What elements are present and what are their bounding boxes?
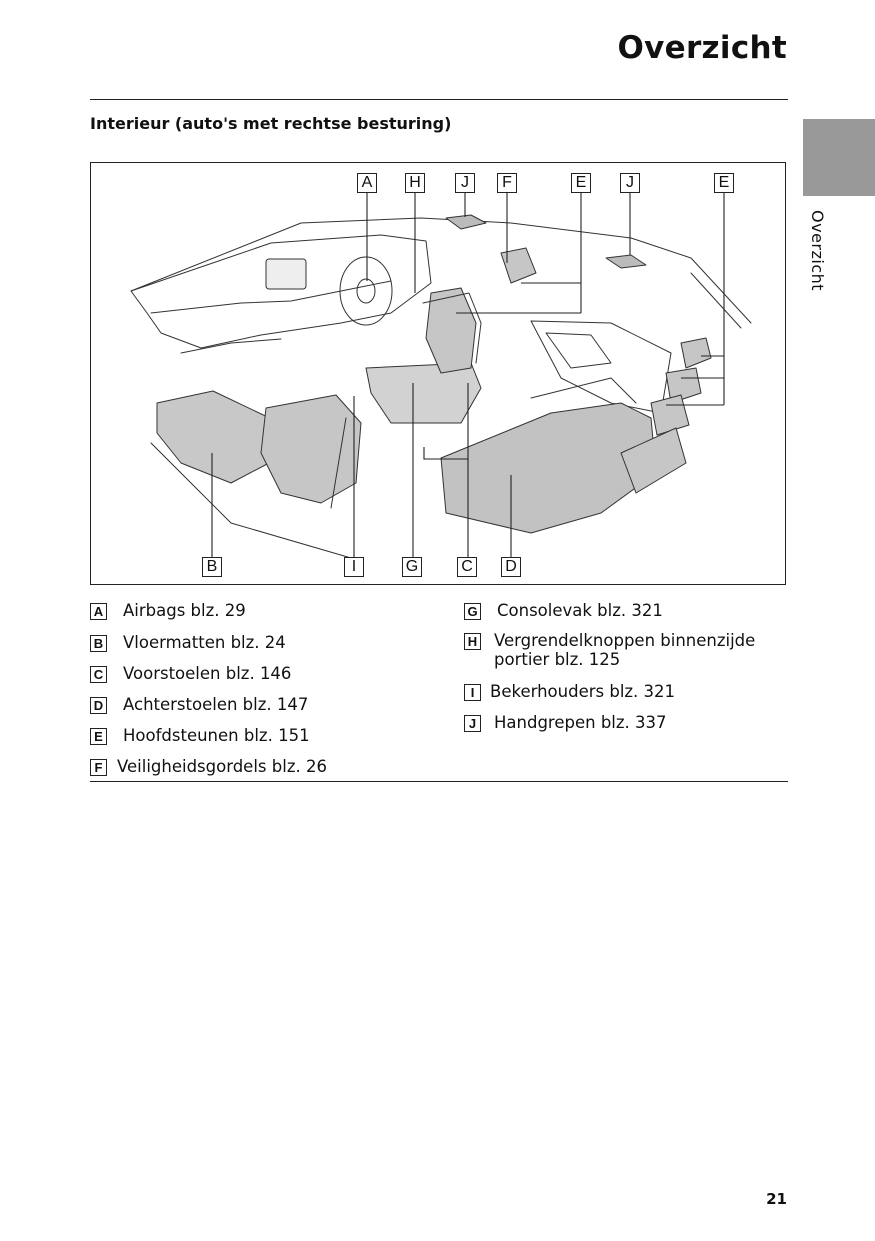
console-shape: [365, 362, 482, 424]
legend-key: E: [90, 728, 107, 745]
legend-key: A: [90, 603, 107, 620]
page-number: 21: [766, 1190, 787, 1208]
legend-item-door-lock-buttons: H Vergrendelknoppen binnenzijde portier …: [464, 631, 764, 669]
legend-key: C: [90, 666, 107, 683]
callout-c: C: [457, 557, 477, 577]
legend-item-airbags: A Airbags blz. 29: [90, 601, 423, 620]
callout-a: A: [357, 173, 377, 193]
legend-text: Veiligheidsgordels blz. 26: [117, 757, 327, 776]
legend-key: I: [464, 684, 481, 701]
floor-mat-shape: [156, 390, 277, 484]
legend-text: Achterstoelen blz. 147: [123, 695, 309, 714]
interior-illustration: A H J F E J E B I G C D: [90, 162, 786, 585]
legend-text: Voorstoelen blz. 146: [123, 664, 292, 683]
legend-item-console-box: G Consolevak blz. 321: [464, 601, 797, 620]
legend-item-rear-seats: D Achterstoelen blz. 147: [90, 695, 423, 714]
legend-key: F: [90, 759, 107, 776]
car-interior-drawing: [130, 193, 752, 559]
side-tab-label: Overzicht: [808, 210, 827, 292]
legend-text: Vloermatten blz. 24: [123, 633, 286, 652]
legend-key: H: [464, 633, 481, 650]
callout-i: I: [344, 557, 364, 577]
callout-h: H: [405, 173, 425, 193]
rear-seat-shape: [440, 402, 657, 534]
legend-item-seatbelts: F Veiligheidsgordels blz. 26: [90, 757, 417, 776]
callout-d: D: [501, 557, 521, 577]
legend-bottom-rule: [90, 781, 788, 782]
legend-text: Consolevak blz. 321: [497, 601, 663, 620]
legend-item-cup-holders: I Bekerhouders blz. 321: [464, 682, 790, 701]
legend-text: Handgrepen blz. 337: [494, 713, 667, 732]
driver-seat-shape: [260, 394, 362, 504]
callout-j-right: J: [620, 173, 640, 193]
legend-text: Bekerhouders blz. 321: [490, 682, 676, 701]
callout-b: B: [202, 557, 222, 577]
legend-text: Hoofdsteunen blz. 151: [123, 726, 310, 745]
legend-item-floor-mats: B Vloermatten blz. 24: [90, 633, 423, 652]
callout-j: J: [455, 173, 475, 193]
steering-wheel-shape: [339, 256, 393, 326]
callout-g: G: [402, 557, 422, 577]
header-rule: [90, 99, 788, 100]
legend-key: D: [90, 697, 107, 714]
callout-e: E: [571, 173, 591, 193]
callout-f: F: [497, 173, 517, 193]
legend-key: B: [90, 635, 107, 652]
rear-headrest-shape: [680, 337, 712, 369]
legend-item-front-seats: C Voorstoelen blz. 146: [90, 664, 423, 683]
page-title: Overzicht: [617, 30, 787, 66]
dashboard-shape: [130, 234, 432, 349]
section-title: Interieur (auto's met rechtse besturing): [90, 114, 452, 133]
legend-key: J: [464, 715, 481, 732]
legend-item-head-restraints: E Hoofdsteunen blz. 151: [90, 726, 423, 745]
callout-e-right: E: [714, 173, 734, 193]
legend-item-assist-grips: J Handgrepen blz. 337: [464, 713, 794, 732]
legend-text: Vergrendelknoppen binnenzijde portier bl…: [494, 631, 756, 669]
section-tab-marker: [803, 119, 875, 196]
legend-text: Airbags blz. 29: [123, 601, 246, 620]
legend-key: G: [464, 603, 481, 620]
